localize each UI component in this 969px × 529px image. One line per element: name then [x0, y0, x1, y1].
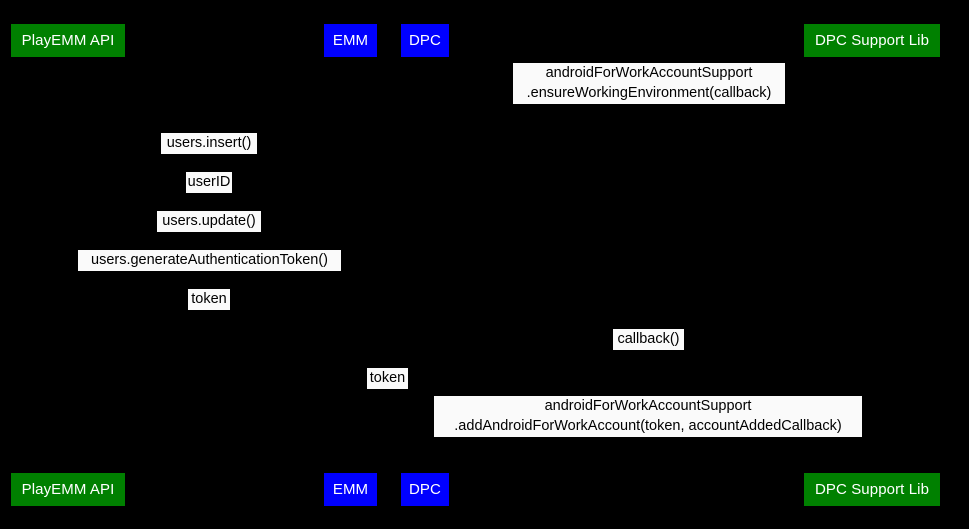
message-label-line: users.insert() — [166, 135, 252, 151]
participant-emm[interactable]: EMM — [324, 24, 377, 57]
message-label-ensure-working-environment: androidForWorkAccountSupport .ensureWorki… — [513, 63, 785, 104]
message-label-line: users.generateAuthenticationToken() — [91, 252, 328, 268]
message-label-line: .addAndroidForWorkAccount(token, account… — [454, 417, 842, 434]
message-label-user-id: userID — [186, 172, 232, 193]
participant-emm[interactable]: EMM — [324, 473, 377, 506]
message-label-line: androidForWorkAccountSupport — [544, 398, 752, 414]
participant-label: PlayEMM API — [21, 32, 115, 49]
participant-label: DPC Support Lib — [814, 481, 930, 498]
participant-label: PlayEMM API — [21, 481, 115, 498]
message-label-line: userID — [187, 174, 231, 190]
participant-dpc[interactable]: DPC — [401, 473, 449, 506]
participant-playemm-api[interactable]: PlayEMM API — [11, 473, 125, 506]
message-label-users-update: users.update() — [157, 211, 261, 232]
participant-label: EMM — [332, 32, 369, 49]
lifeline-dpc-support-lib — [872, 57, 873, 473]
message-label-line: token — [191, 291, 227, 307]
message-label-add-android-for-work-account: androidForWorkAccountSupport .addAndroidF… — [434, 396, 862, 437]
participant-label: EMM — [332, 481, 369, 498]
message-label-token-upper: token — [188, 289, 230, 310]
participant-playemm-api[interactable]: PlayEMM API — [11, 24, 125, 57]
participant-label: DPC Support Lib — [814, 32, 930, 49]
participant-label: DPC — [409, 32, 441, 49]
participant-dpc-support-lib[interactable]: DPC Support Lib — [804, 24, 940, 57]
lifeline-playemm-api — [68, 57, 69, 473]
message-label-callback: callback() — [613, 329, 684, 350]
lifeline-dpc — [425, 57, 426, 473]
message-label-line: users.update() — [162, 213, 256, 229]
participant-dpc-support-lib[interactable]: DPC Support Lib — [804, 473, 940, 506]
message-label-line: androidForWorkAccountSupport — [545, 65, 753, 81]
lifeline-emm — [350, 57, 351, 473]
message-label-users-insert: users.insert() — [161, 133, 257, 154]
message-label-users-generate-authentication-token: users.generateAuthenticationToken() — [78, 250, 341, 271]
participant-dpc[interactable]: DPC — [401, 24, 449, 57]
message-label-token-lower: token — [367, 368, 408, 389]
message-label-line: token — [369, 370, 406, 386]
message-label-line: callback() — [617, 331, 680, 347]
message-label-line: .ensureWorkingEnvironment(callback) — [526, 84, 772, 101]
participant-label: DPC — [409, 481, 441, 498]
